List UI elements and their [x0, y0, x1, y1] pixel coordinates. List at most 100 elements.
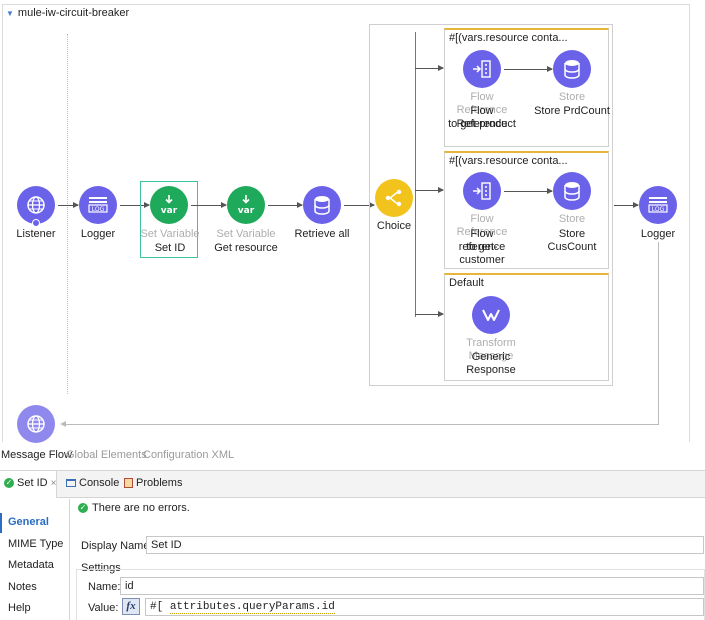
- listener-label: Listener: [16, 228, 56, 240]
- route-condition[interactable]: #[(vars.resource conta...: [449, 32, 568, 44]
- tab-set-id[interactable]: ✓ Set ID ×: [4, 477, 57, 489]
- flow-reference-label: to get-: [466, 241, 498, 253]
- listener-badge-icon: [32, 219, 40, 227]
- logger-label: Logger: [80, 228, 116, 240]
- settings-heading: Settings: [81, 562, 121, 574]
- retrieve-all-node[interactable]: [303, 186, 341, 224]
- flow-title[interactable]: ▼mule-iw-circuit-breaker: [6, 7, 130, 19]
- listener-response-node[interactable]: [17, 405, 55, 443]
- sidebar-item-general[interactable]: General: [8, 516, 49, 528]
- store-subtitle: Store: [558, 91, 586, 103]
- tab-configuration-xml[interactable]: Configuration XML: [143, 449, 235, 461]
- branch-icon: [385, 189, 402, 207]
- selected-component-frame: [140, 181, 198, 258]
- get-resource-label: Get resource: [214, 242, 278, 254]
- object-store-icon: [564, 60, 580, 79]
- status-line: ✓ There are no errors.: [78, 502, 190, 514]
- choice-label: Choice: [376, 220, 412, 232]
- logger-node[interactable]: LOG: [639, 186, 677, 224]
- display-name-label: Display Name:: [81, 540, 153, 552]
- transform-icon: [482, 309, 500, 321]
- transform-message-node[interactable]: [472, 296, 510, 334]
- tab-message-flow[interactable]: Message Flow: [1, 449, 72, 461]
- choice-route-default[interactable]: Default: [444, 273, 609, 381]
- flow-canvas[interactable]: ▼mule-iw-circuit-breaker Listener LOG Lo…: [0, 0, 705, 443]
- branch-arrow: [415, 187, 444, 193]
- store-label: Store: [558, 228, 586, 240]
- store-node[interactable]: [553, 50, 591, 88]
- flow-reference-label: Flow reference: [458, 228, 506, 253]
- store-label: Store PrdCount: [534, 105, 610, 117]
- store-subtitle: Store: [558, 213, 586, 225]
- choice-route[interactable]: #[(vars.resource conta...: [444, 151, 609, 269]
- flow-reference-icon: [473, 182, 491, 200]
- return-path-horizontal: [62, 424, 659, 425]
- set-variable-node[interactable]: var: [150, 186, 188, 224]
- fx-toggle-button[interactable]: fx: [122, 598, 140, 615]
- problems-icon: [124, 478, 133, 488]
- value-expression-input[interactable]: #[ attributes.queryParams.id: [145, 598, 704, 616]
- set-id-label: Set ID: [154, 242, 186, 254]
- choice-route[interactable]: #[(vars.resource conta...: [444, 28, 609, 147]
- object-store-icon: [564, 182, 580, 201]
- connector-arrow: [614, 202, 639, 208]
- tab-console[interactable]: Console: [66, 477, 119, 489]
- connector-arrow: [504, 188, 553, 194]
- connector-arrow: [191, 202, 227, 208]
- object-store-icon: [314, 196, 330, 215]
- sidebar-item-help[interactable]: Help: [8, 602, 31, 614]
- console-icon: [66, 479, 76, 487]
- choice-router-container: [369, 24, 613, 386]
- retrieve-all-label: Retrieve all: [294, 228, 350, 240]
- display-name-input[interactable]: Set ID: [146, 536, 704, 554]
- log-icon: LOG: [648, 197, 668, 213]
- editor-tabs: Message Flow Global Elements Configurati…: [0, 447, 705, 463]
- svg-text:var: var: [238, 206, 255, 216]
- flow-reference-subtitle: Flow Reference: [456, 91, 508, 116]
- flow-reference-node[interactable]: [463, 50, 501, 88]
- flow-reference-label: customer: [459, 254, 505, 266]
- name-label: Name:: [88, 581, 121, 593]
- flow-reference-icon: [473, 60, 491, 78]
- name-input[interactable]: id: [120, 577, 704, 595]
- var-icon: var: [238, 195, 255, 216]
- connector-arrow: [58, 202, 79, 208]
- connector-arrow: [268, 202, 303, 208]
- globe-icon: [27, 415, 45, 433]
- close-icon[interactable]: ×: [50, 477, 57, 489]
- properties-sidebar: General MIME Type Metadata Notes Help: [0, 499, 70, 620]
- properties-tab-bar: ✓ Set ID × Console Problems: [0, 470, 705, 498]
- flow-reference-node[interactable]: [463, 172, 501, 210]
- globe-icon: [27, 196, 45, 214]
- svg-text:LOG: LOG: [92, 206, 105, 213]
- value-label: Value:: [88, 602, 119, 614]
- logger-label: Logger: [640, 228, 676, 240]
- var-icon: var: [161, 195, 178, 216]
- sidebar-item-notes[interactable]: Notes: [8, 581, 37, 593]
- source-divider: [67, 34, 68, 394]
- transform-label: Generic Response: [466, 351, 516, 376]
- set-variable-node[interactable]: var: [227, 186, 265, 224]
- collapse-triangle-icon[interactable]: ▼: [6, 9, 14, 18]
- branch-arrow: [415, 65, 444, 71]
- choice-node[interactable]: [375, 179, 413, 217]
- flow-reference-label: to get-product: [448, 118, 516, 130]
- tab-problems[interactable]: Problems: [124, 477, 182, 489]
- check-circle-icon: ✓: [4, 478, 14, 488]
- logger-node[interactable]: LOG: [79, 186, 117, 224]
- transform-subtitle: Transform Message: [466, 337, 516, 362]
- sidebar-item-metadata[interactable]: Metadata: [8, 559, 54, 571]
- connector-arrow: [504, 66, 553, 72]
- set-id-subtitle: Set Variable: [140, 228, 200, 240]
- tab-global-elements[interactable]: Global Elements: [66, 449, 147, 461]
- route-condition[interactable]: Default: [449, 277, 484, 289]
- return-path-vertical: [658, 242, 659, 424]
- flow-reference-subtitle: Flow Reference: [456, 213, 508, 238]
- get-resource-subtitle: Set Variable: [216, 228, 276, 240]
- route-condition[interactable]: #[(vars.resource conta...: [449, 155, 568, 167]
- listener-node[interactable]: [17, 186, 55, 224]
- store-node[interactable]: [553, 172, 591, 210]
- connector-arrow: [344, 202, 375, 208]
- sidebar-item-mime-type[interactable]: MIME Type: [8, 538, 64, 550]
- branch-arrow: [415, 311, 444, 317]
